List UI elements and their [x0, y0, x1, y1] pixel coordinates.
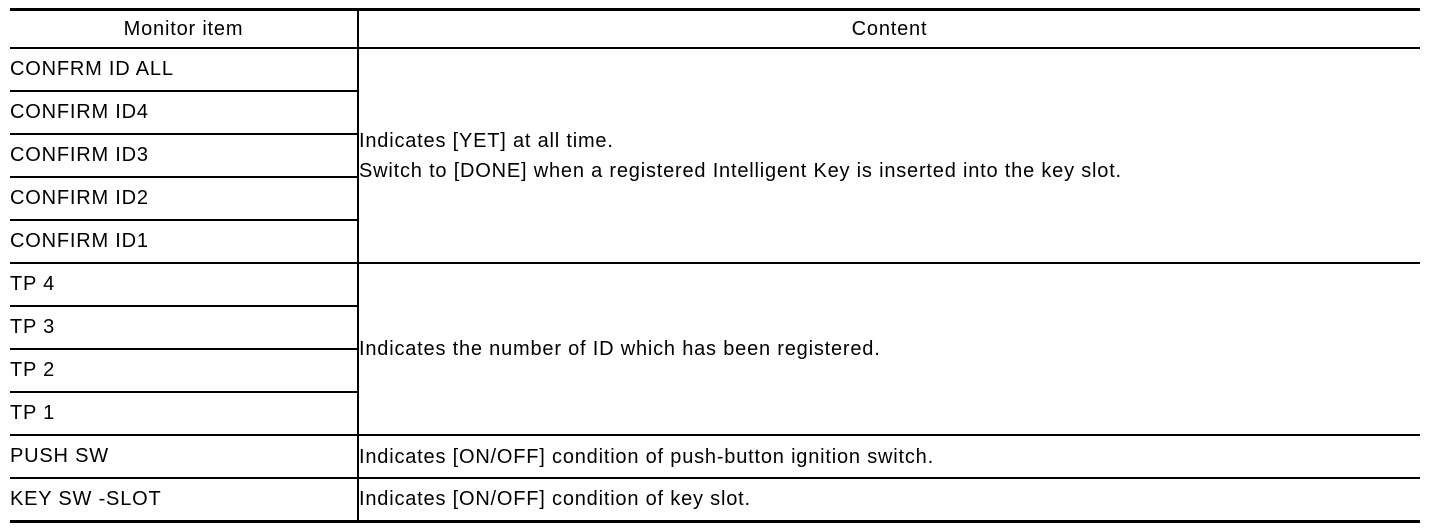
table-row: CONFIRM ID3 — [10, 134, 1420, 178]
content-tp-group: Indicates the number of ID which has bee… — [358, 263, 1420, 436]
content-confirm-id-group: Indicates [YET] at all time. Switch to [… — [358, 48, 1420, 264]
table-row: CONFIRM ID1 — [10, 220, 1420, 264]
table-row: TP 4 Indicates the number of ID which ha… — [10, 263, 1420, 436]
content-key-sw-slot: Indicates [ON/OFF] condition of key slot… — [358, 478, 1420, 522]
monitor-item-tp4: TP 4 — [10, 263, 359, 307]
content-push-sw: Indicates [ON/OFF] condition of push-but… — [358, 435, 1420, 479]
table-row: CONFRM ID ALL Indicates [YET] at all tim… — [10, 48, 1420, 264]
monitor-item-push-sw: PUSH SW — [10, 435, 359, 479]
table-row: TP 2 — [10, 349, 1420, 393]
table-row: CONFIRM ID2 — [10, 177, 1420, 221]
monitor-item-confirm-id2: CONFIRM ID2 — [10, 177, 359, 221]
table-row: KEY SW -SLOT Indicates [ON/OFF] conditio… — [10, 478, 1420, 522]
table-row: TP 3 — [10, 306, 1420, 350]
monitor-item-tp1: TP 1 — [10, 392, 359, 436]
monitor-item-tp3: TP 3 — [10, 306, 359, 350]
monitor-item-tp2: TP 2 — [10, 349, 359, 393]
monitor-table: Monitor item Content CONFRM ID ALL Indic… — [10, 8, 1420, 523]
monitor-item-confirm-id4: CONFIRM ID4 — [10, 91, 359, 135]
header-row: Monitor item Content — [10, 9, 1420, 49]
table-row: CONFIRM ID4 — [10, 91, 1420, 135]
table-row: PUSH SW Indicates [ON/OFF] condition of … — [10, 435, 1420, 479]
monitor-item-confirm-id1: CONFIRM ID1 — [10, 220, 359, 264]
column-header-content: Content — [358, 9, 1420, 49]
monitor-item-key-sw-slot: KEY SW -SLOT — [10, 478, 359, 522]
column-header-monitor-item: Monitor item — [10, 9, 359, 49]
monitor-item-confirm-id3: CONFIRM ID3 — [10, 134, 359, 178]
monitor-item-reference-table: Monitor item Content CONFRM ID ALL Indic… — [10, 8, 1420, 523]
monitor-item-confrm-id-all: CONFRM ID ALL — [10, 48, 359, 92]
table-row: TP 1 — [10, 392, 1420, 436]
